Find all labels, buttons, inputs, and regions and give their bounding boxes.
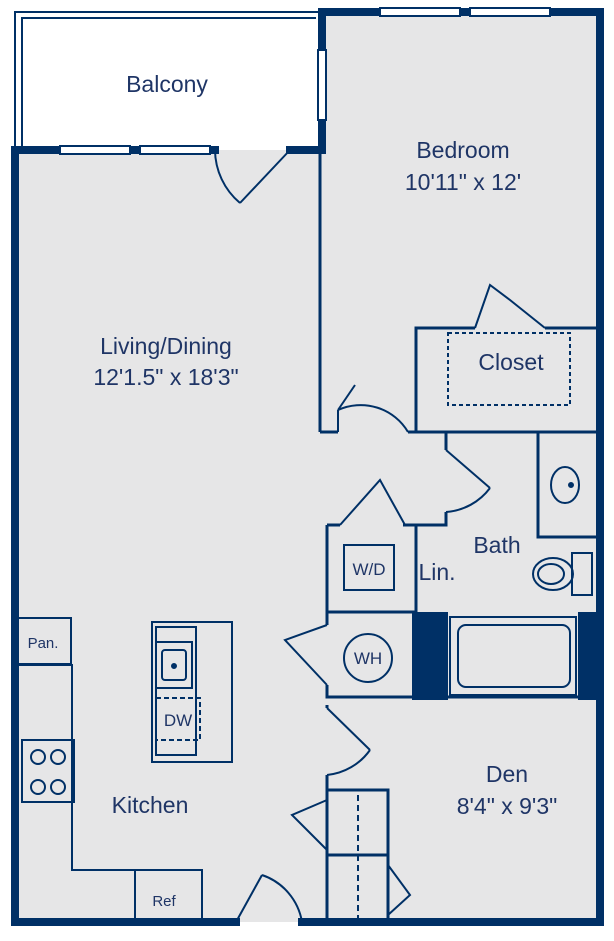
refrigerator-box — [134, 869, 203, 921]
window — [469, 7, 551, 17]
tub-end-block — [578, 612, 600, 700]
washer-dryer-box — [343, 544, 395, 591]
fixture-label-dw: DW — [164, 711, 192, 730]
room-name-den: Den — [486, 761, 528, 787]
door-swing-icon — [326, 707, 371, 776]
sink-icon — [550, 466, 580, 504]
bedroom-floor — [322, 12, 600, 432]
bathtub-icon — [449, 616, 577, 696]
room-name-bedroom: Bedroom — [416, 137, 509, 163]
window — [317, 49, 327, 121]
toilet-icon — [532, 552, 593, 596]
room-name-linen: Lin. — [418, 559, 455, 585]
room-dims-den: 8'4" x 9'3" — [457, 793, 558, 819]
room-name-living: Living/Dining — [100, 333, 232, 359]
den-floor — [322, 700, 600, 922]
room-dims-living: 12'1.5" x 18'3" — [93, 364, 238, 390]
door-swing-icon — [283, 624, 328, 686]
floor-fills — [15, 12, 600, 922]
windows — [59, 7, 551, 155]
window — [139, 145, 211, 155]
kitchen — [15, 617, 233, 921]
door-swing-icon — [339, 478, 406, 526]
door-swing-icon — [214, 149, 291, 204]
door-swing-icon — [445, 449, 491, 513]
living-floor — [15, 150, 322, 922]
closet-shelf — [447, 332, 571, 406]
window — [59, 145, 131, 155]
room-name-bath: Bath — [473, 532, 520, 558]
sink-icon — [155, 641, 193, 689]
room-name-balcony: Balcony — [126, 71, 208, 97]
dishwasher-box — [155, 697, 201, 741]
doors — [214, 149, 571, 923]
fixture-label-wh: WH — [354, 649, 382, 668]
room-name-kitchen: Kitchen — [112, 792, 189, 818]
kitchen-island — [151, 621, 233, 763]
room-dims-bedroom: 10'11" x 12' — [405, 169, 521, 195]
stove-icon — [21, 739, 75, 803]
pantry-box — [16, 617, 72, 665]
room-name-closet: Closet — [478, 349, 544, 375]
fixture-label-pantry: Pan. — [28, 635, 59, 652]
door-swing-icon — [235, 874, 303, 923]
bath-wall-block — [412, 612, 448, 700]
interior-walls — [318, 150, 602, 920]
island-inner — [155, 626, 197, 756]
door-swing-icon — [474, 283, 546, 329]
door-swing-icon — [337, 384, 409, 433]
fixture-label-ref: Ref — [152, 893, 176, 910]
window — [379, 7, 461, 17]
fixture-label-wd: W/D — [352, 560, 385, 579]
door-swing-icon — [290, 799, 412, 916]
balcony-rail — [14, 11, 322, 150]
bath-floor — [322, 432, 600, 700]
water-heater-circle — [343, 633, 393, 683]
